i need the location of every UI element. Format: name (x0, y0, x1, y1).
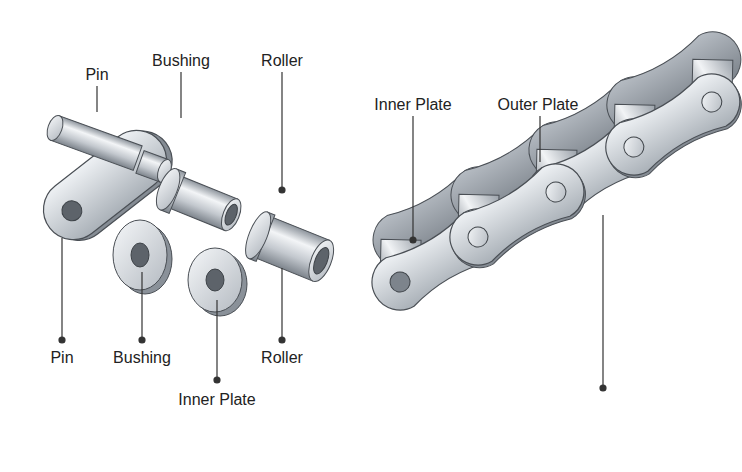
pin-end (44, 113, 66, 142)
leader-line (141, 272, 142, 340)
pin-head (620, 133, 647, 160)
washer-hole (206, 269, 224, 291)
roller-bore (310, 245, 332, 275)
part-label: Roller (261, 52, 303, 70)
washer-hole (131, 243, 149, 267)
leader-line (412, 116, 413, 240)
leader-line (96, 86, 97, 112)
roller-lip-face (240, 209, 275, 262)
pin-head (464, 223, 491, 250)
part-label: Inner Plate (374, 96, 451, 114)
leader-dot (139, 337, 145, 343)
leader-line (216, 300, 217, 380)
washer-face (113, 220, 167, 290)
leader-lines (59, 72, 606, 391)
roller-end (304, 237, 339, 285)
part-label: Pin (85, 66, 108, 84)
plate-hole (58, 197, 86, 225)
pin-cylinder (44, 113, 142, 170)
roller-cylinder (240, 209, 339, 288)
pin-head (698, 88, 725, 115)
outer-plate (596, 64, 742, 185)
assembled-chain (344, 22, 742, 323)
bushing-flange-face (152, 165, 185, 213)
leader-dot (279, 187, 285, 193)
part-label: Inner Plate (178, 391, 255, 409)
pin-body (51, 116, 143, 171)
bushing-end (217, 196, 245, 234)
leader-dot (214, 377, 220, 383)
part-label: Bushing (152, 52, 210, 70)
washer-face (188, 248, 242, 312)
pin-hole (386, 268, 413, 295)
leader-line (180, 72, 181, 118)
pin-head (542, 178, 569, 205)
part-label: Outer Plate (498, 96, 579, 114)
leader-dot (279, 337, 285, 343)
leader-line (539, 116, 540, 162)
bushing-bore (222, 203, 240, 227)
leader-line (281, 268, 282, 340)
bushing-cylinder (152, 165, 247, 238)
back-plates (363, 22, 742, 278)
part-label: Roller (261, 349, 303, 367)
part-label: Bushing (113, 349, 171, 367)
leader-line (602, 215, 603, 388)
leader-dot (410, 237, 416, 243)
part-label: Pin (50, 349, 73, 367)
outer-plate (440, 154, 594, 275)
leader-dot (59, 337, 65, 343)
leader-line (61, 238, 62, 340)
leader-dot (600, 385, 606, 391)
leader-line (281, 72, 282, 190)
